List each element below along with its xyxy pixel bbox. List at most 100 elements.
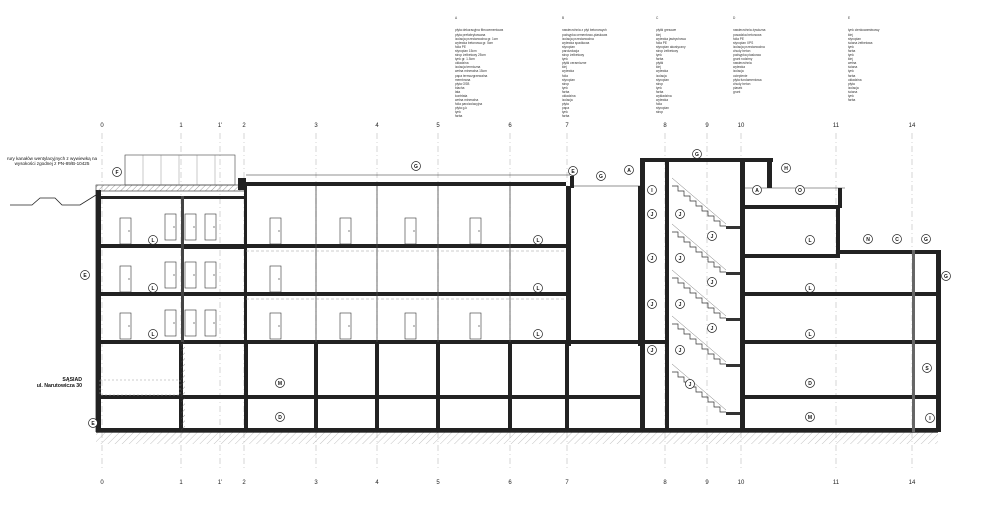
stair-tag-circle — [647, 253, 657, 263]
spec-tag: D — [733, 16, 736, 21]
spec-line: ściana — [848, 65, 858, 70]
spec-line: płytki — [656, 61, 664, 66]
detail-tag-label: A — [755, 188, 759, 194]
detail-tag-circle — [80, 270, 90, 280]
column-ground — [436, 342, 440, 432]
garage-ramp — [99, 379, 181, 396]
floor-tag-label: L — [536, 286, 539, 292]
detail-tag-label: G — [599, 174, 603, 180]
door — [269, 217, 282, 245]
doors-and-windows — [99, 213, 566, 396]
spec-line: strop — [656, 81, 664, 86]
axis-label-bottom: 5 — [436, 480, 440, 486]
column-ground — [314, 342, 318, 432]
spec-line: izolacja — [733, 69, 744, 74]
wall-axis1 — [181, 196, 184, 342]
floor-tag-label: L — [536, 332, 539, 338]
floor-tag-circle — [805, 235, 815, 245]
spec-line: izolacja przeciwwodna — [733, 44, 765, 49]
column-ground — [244, 342, 248, 432]
floor-slab — [96, 340, 665, 344]
spec-line: izolacja termiczna — [455, 65, 481, 70]
detail-tag-label: A — [627, 168, 631, 174]
stair-tag-label: J — [679, 302, 682, 308]
spec-line: płyta fundamentowa — [733, 77, 762, 82]
stair-tag-circle — [647, 345, 657, 355]
stair-tag-circle — [707, 231, 717, 241]
spec-line: nawierzchnia żywiczna — [733, 28, 766, 33]
spec-line: płyta OSB — [455, 81, 470, 86]
floor-slab — [96, 292, 570, 296]
detail-tag-circle — [922, 363, 932, 373]
spec-line: podsypka cementowo-piaskowa — [562, 32, 608, 37]
detail-tag-label: I — [929, 416, 931, 422]
axis-label-top: 1 — [179, 123, 183, 129]
stair-wall-right — [740, 160, 745, 432]
spec-line: grunt rodzimy — [733, 57, 753, 62]
axis-label-top: 1' — [218, 123, 222, 129]
spec-line: łata — [455, 89, 461, 94]
door — [204, 309, 217, 337]
detail-tag-circle — [805, 378, 815, 388]
stair-handrail — [671, 363, 727, 411]
spec-line: klej — [656, 32, 661, 37]
axis-label-top: 10 — [738, 123, 745, 129]
spec-line: izolacja — [562, 98, 573, 103]
spec-line: klej — [656, 65, 661, 70]
spec-line: paroizolacja — [562, 48, 580, 53]
door — [164, 309, 177, 337]
door — [269, 312, 282, 340]
neighbor-outline — [10, 194, 97, 206]
spec-line: styropian 15cm — [455, 48, 477, 53]
spec-line: tynk cienkowarstwowy — [848, 28, 880, 33]
spec-line: styropian — [562, 44, 575, 49]
door — [469, 217, 482, 245]
axis-label-bottom: 11 — [833, 480, 840, 486]
spec-line: farba — [656, 89, 664, 94]
floor-tag-label: L — [151, 286, 154, 292]
spec-line: okładzina — [562, 93, 576, 98]
right-railing-post — [838, 188, 842, 208]
spec-line: farba — [656, 57, 664, 62]
spec-line: tynk — [848, 69, 854, 74]
axis-label-bottom: 6 — [508, 480, 512, 486]
stair-handrail — [671, 315, 727, 363]
spec-line: wełna mineralna — [455, 98, 479, 103]
stair-flight — [672, 231, 726, 273]
column-ground — [565, 342, 569, 432]
stair-landing — [726, 364, 740, 367]
spec-line: chudy beton — [733, 81, 751, 86]
stair-flight — [672, 371, 726, 413]
detail-tag-circle — [892, 234, 902, 244]
axis-label-top: 2 — [242, 123, 246, 129]
floor-tag-circle — [533, 329, 543, 339]
spec-line: farba — [562, 89, 570, 94]
door — [404, 312, 417, 340]
detail-tag-circle — [88, 418, 98, 428]
column-hatch — [181, 342, 185, 432]
spec-line: izolacja — [656, 73, 667, 78]
spec-line: farba — [562, 114, 570, 119]
stair-tag-label: J — [679, 212, 682, 218]
stair-landing — [726, 226, 740, 229]
detail-tag-label: G — [414, 164, 418, 170]
detail-tag-label: E — [571, 169, 575, 175]
floor-tag-circle — [805, 283, 815, 293]
right-floor-slab — [745, 292, 940, 296]
axis-label-bottom: 3 — [314, 480, 318, 486]
spec-line: ocieplenie — [733, 73, 748, 78]
neighbor-title: SĄSIAD — [62, 377, 82, 383]
stair-tag-label: J — [679, 348, 682, 354]
spec-line: wylewka — [656, 69, 669, 74]
detail-tag-label: G — [944, 274, 948, 280]
detail-tag-label: M — [278, 381, 282, 387]
spec-line: tynk — [848, 53, 854, 58]
door — [269, 265, 282, 293]
detail-tag-label: O — [798, 188, 802, 194]
spec-line: tynk — [848, 44, 854, 49]
spec-line: farba — [848, 98, 856, 103]
